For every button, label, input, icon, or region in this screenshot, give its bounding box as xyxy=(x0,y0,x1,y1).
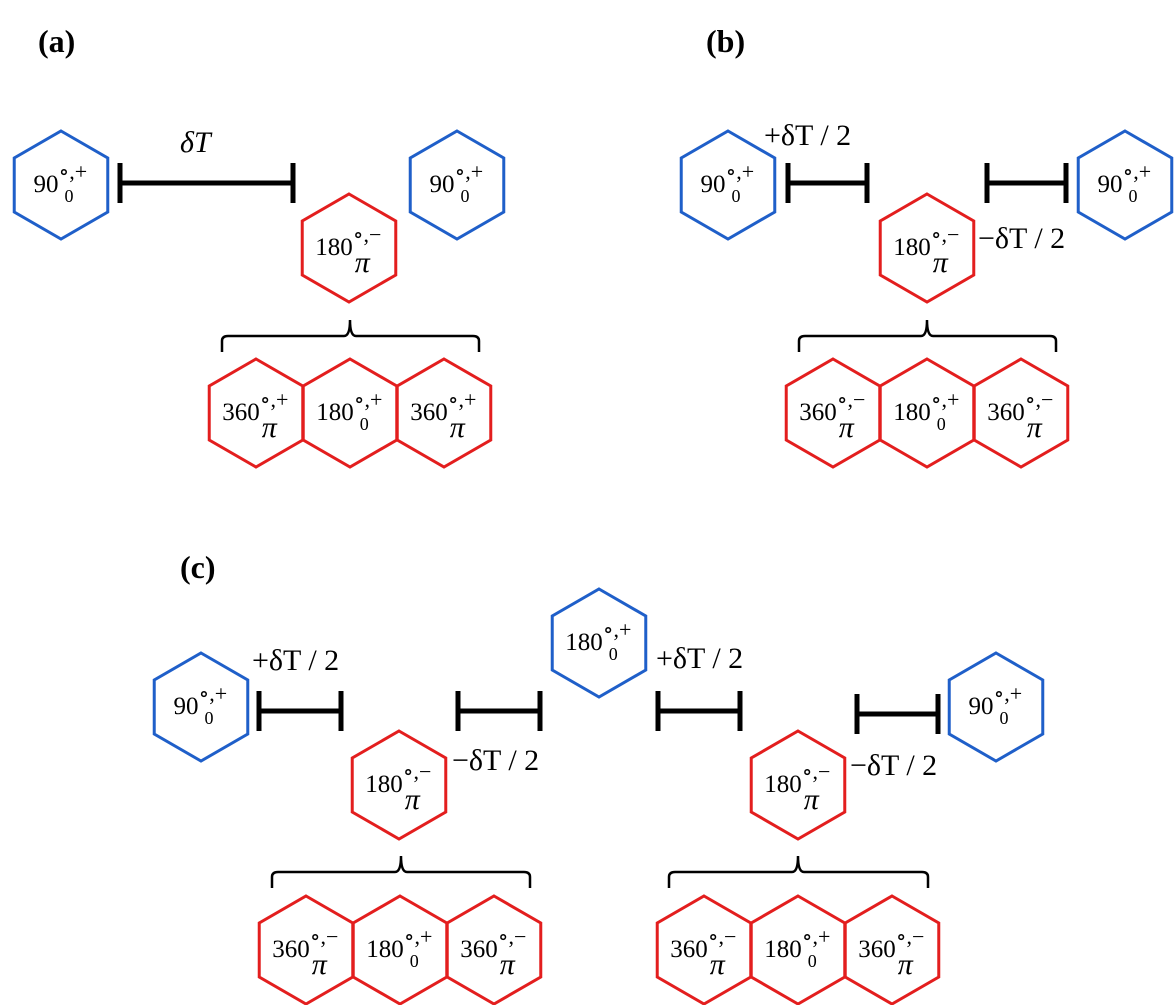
panel-a-brace xyxy=(220,319,481,352)
panel-a-hex-90-right: 90∘,+0 xyxy=(408,129,506,241)
panel-b-brace xyxy=(797,319,1058,352)
panel-c: +δT / 2 +δT / 2 −δT / 2 −δT / 2 xyxy=(152,587,1045,1005)
panel-a-label: (a) xyxy=(38,23,75,59)
panel-c-bar-4 xyxy=(854,694,941,734)
panel-b-bar-right xyxy=(984,163,1069,203)
hexagon-label: 180∘,+0 xyxy=(565,617,631,664)
panel-b-label: (b) xyxy=(706,23,745,59)
hexagon-label: 360∘,−π xyxy=(799,387,865,444)
panel-c-hex-360-pi-minus-3: 360∘,−π xyxy=(655,894,753,1005)
panel-c-delta-plus-label-1: +δT / 2 xyxy=(252,644,339,677)
panel-c-bar-1 xyxy=(256,691,344,731)
panel-b: +δT / 2 −δT / 2 90∘,+0 90∘,+0 180∘,−π 36… xyxy=(679,119,1174,469)
panel-a-hex-180-pi-minus: 180∘,−π xyxy=(300,192,398,304)
hexagon-label: 180∘,+0 xyxy=(316,387,382,434)
panel-b-hex-180-pi-minus: 180∘,−π xyxy=(878,192,976,304)
panel-c-brace-left xyxy=(270,855,532,888)
hexagon-outline xyxy=(350,729,448,841)
hexagon-label: 360∘,−π xyxy=(987,387,1053,444)
hexagon-label: 360∘,−π xyxy=(670,924,736,981)
panel-c-bar-3 xyxy=(655,691,743,731)
panel-c-hex-90-left: 90∘,+0 xyxy=(152,651,250,763)
panel-c-label: (c) xyxy=(180,549,216,585)
hexagon-label: 180∘,−π xyxy=(365,759,431,816)
panel-c-hex-180-pi-minus-left: 180∘,−π xyxy=(350,729,448,841)
panel-c-hex-360-pi-minus-1: 360∘,−π xyxy=(257,894,355,1005)
panel-b-hex-360-pi-minus-right: 360∘,−π xyxy=(972,357,1070,469)
panel-c-hex-360-pi-minus-2: 360∘,−π xyxy=(445,894,543,1005)
hexagon-outline xyxy=(972,357,1070,469)
hexagon-outline xyxy=(408,129,506,241)
hexagon-outline xyxy=(749,729,847,841)
hexagon-outline xyxy=(878,192,976,304)
panel-c-brace-right xyxy=(667,855,930,888)
hexagon-label: 180∘,+0 xyxy=(893,387,959,434)
panel-b-hex-90-left: 90∘,+0 xyxy=(679,129,777,241)
panel-c-hex-180-pi-minus-right: 180∘,−π xyxy=(749,729,847,841)
panel-c-hex-180-0-plus-1: 180∘,+0 xyxy=(351,894,449,1005)
hexagon-outline xyxy=(843,894,941,1005)
panel-b-delta-minus-label: −δT / 2 xyxy=(978,222,1065,255)
panel-c-delta-minus-label-2: −δT / 2 xyxy=(850,749,937,782)
hexagon-label: 90∘,+0 xyxy=(701,159,755,206)
hexagon-label: 90∘,+0 xyxy=(1098,159,1152,206)
panel-a-hex-180-0-plus: 180∘,+0 xyxy=(301,357,399,469)
hexagon-label: 360∘,−π xyxy=(460,924,526,981)
panel-a-bar xyxy=(117,163,296,203)
hexagon-label: 180∘,−π xyxy=(893,222,959,279)
panel-c-hex-180-0-plus-top: 180∘,+0 xyxy=(550,587,648,699)
panel-a-hex-360-pi-plus-left: 360∘,+π xyxy=(207,357,305,469)
hexagon-label: 360∘,−π xyxy=(858,924,924,981)
panel-a-hex-90-left: 90∘,+0 xyxy=(12,129,110,241)
hexagon-label: 90∘,+0 xyxy=(174,681,228,728)
panel-b-hex-180-0-plus: 180∘,+0 xyxy=(878,357,976,469)
hexagon-label: 180∘,+0 xyxy=(764,924,830,971)
hexagon-outline xyxy=(679,129,777,241)
hexagon-label: 180∘,−π xyxy=(315,222,381,279)
panel-c-hex-90-right: 90∘,+0 xyxy=(947,651,1045,763)
hexagon-outline xyxy=(12,129,110,241)
hexagon-outline xyxy=(550,587,648,699)
hexagon-outline xyxy=(395,357,493,469)
panel-c-bar-2 xyxy=(455,691,543,731)
hexagon-label: 180∘,−π xyxy=(764,759,830,816)
hexagon-outline xyxy=(947,651,1045,763)
hexagon-label: 90∘,+0 xyxy=(34,159,88,206)
hexagon-outline xyxy=(445,894,543,1005)
hexagon-outline xyxy=(1076,129,1174,241)
panel-b-delta-plus-label: +δT / 2 xyxy=(764,119,851,152)
hexagon-label: 360∘,+π xyxy=(410,387,476,444)
panel-a-hex-360-pi-plus-right: 360∘,+π xyxy=(395,357,493,469)
hexagon-label: 360∘,+π xyxy=(222,387,288,444)
hexagon-label: 90∘,+0 xyxy=(969,681,1023,728)
hexagon-label: 90∘,+0 xyxy=(430,159,484,206)
panel-c-delta-minus-label-1: −δT / 2 xyxy=(452,744,539,777)
panel-b-hex-90-right: 90∘,+0 xyxy=(1076,129,1174,241)
panel-a: δT 90∘,+0 90∘,+0 180∘,−π 360∘,+π 180∘,+0… xyxy=(12,126,506,469)
panel-b-bar-left xyxy=(785,163,870,203)
panel-b-hex-360-pi-minus-left: 360∘,−π xyxy=(784,357,882,469)
panel-c-delta-plus-label-2: +δT / 2 xyxy=(656,642,743,675)
hexagon-outline xyxy=(300,192,398,304)
hexagon-label: 360∘,−π xyxy=(272,924,338,981)
panel-c-hex-360-pi-minus-4: 360∘,−π xyxy=(843,894,941,1005)
panel-c-hex-180-0-plus-2: 180∘,+0 xyxy=(749,894,847,1005)
hexagon-outline xyxy=(152,651,250,763)
panel-a-delta-label: δT xyxy=(180,126,213,159)
hexagon-label: 180∘,+0 xyxy=(366,924,432,971)
